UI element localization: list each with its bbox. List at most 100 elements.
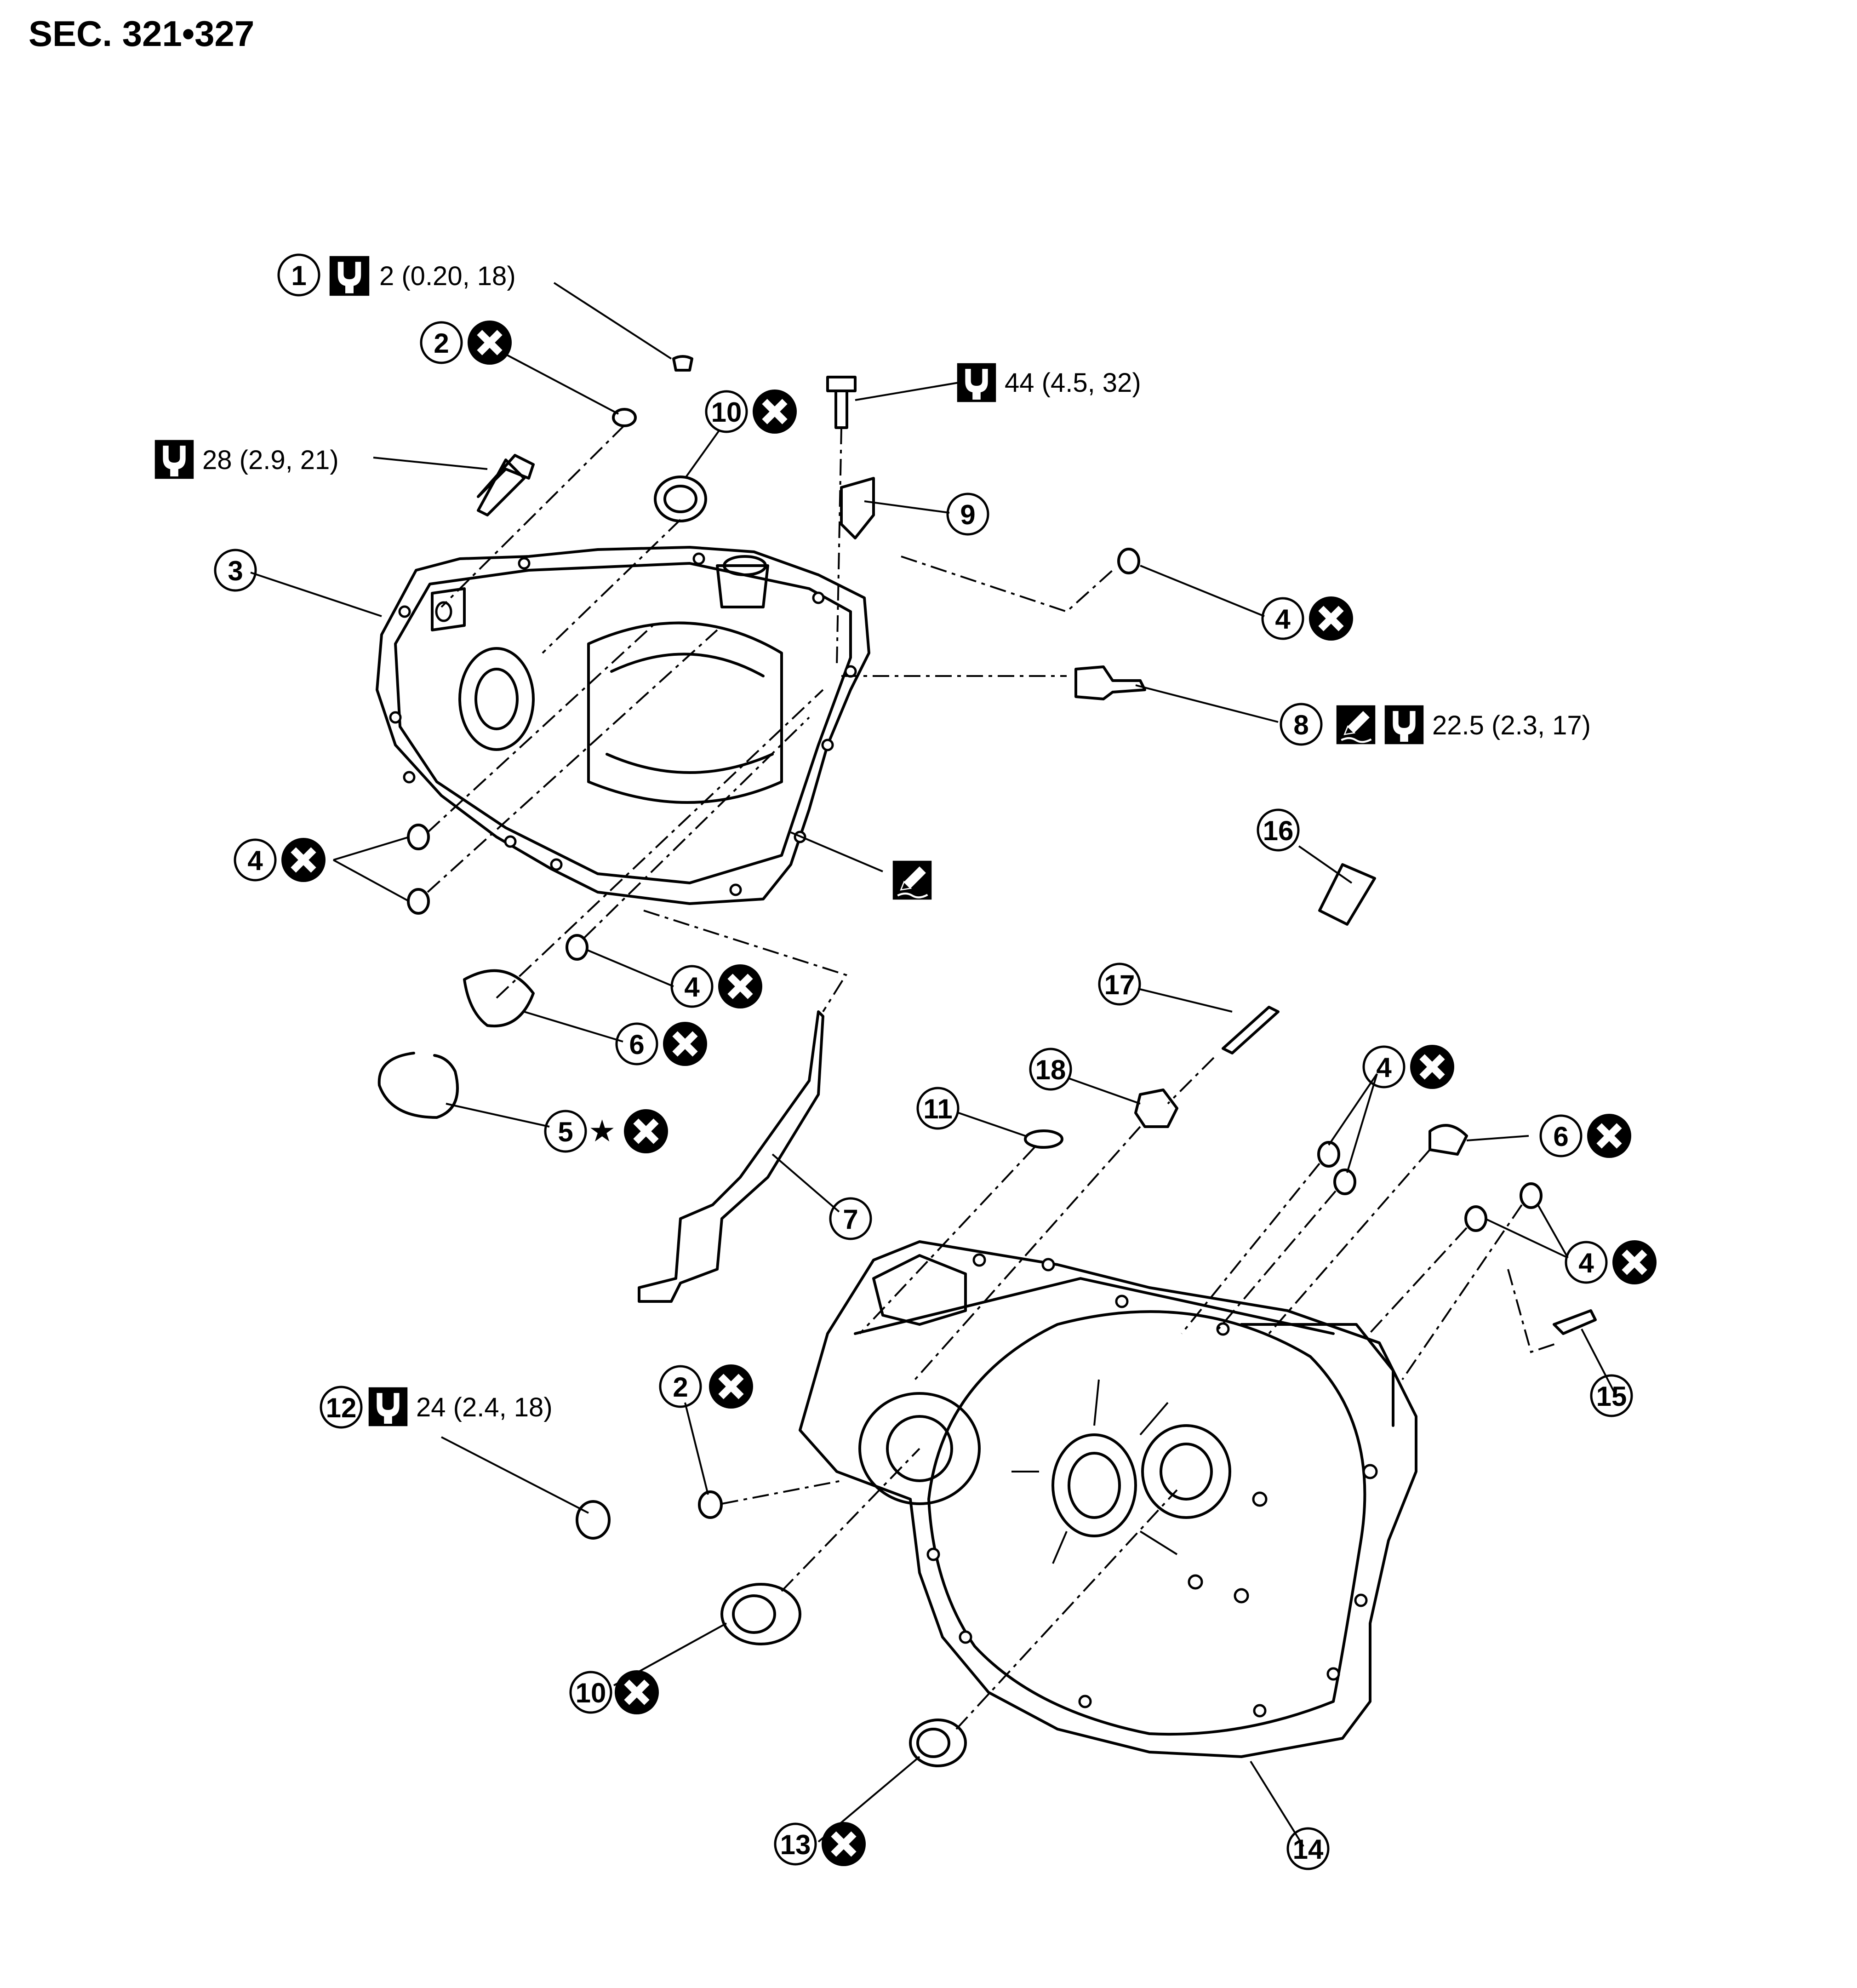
callout-16: 16	[1257, 808, 1300, 852]
do-not-reuse-x-icon	[822, 1822, 866, 1866]
assembly-lines	[250, 282, 1617, 1847]
do-not-reuse-x-icon	[468, 321, 512, 365]
callout-12: 12 24 (2.4, 18)	[320, 1386, 553, 1429]
callout-number: 6	[629, 1029, 644, 1060]
section-title: SEC. 321•327	[29, 13, 255, 54]
callout-18: 18	[1029, 1048, 1072, 1091]
do-not-reuse-x-icon	[1587, 1114, 1631, 1158]
callout-14: 14	[1286, 1827, 1330, 1870]
callout-number-circle-4	[670, 965, 714, 1008]
callout-number: 14	[1293, 1834, 1324, 1865]
callout-number-circle-9	[946, 493, 989, 536]
callout-number-circle-17	[1098, 962, 1141, 1006]
callout-number: 15	[1596, 1381, 1627, 1412]
callout-number: 7	[843, 1204, 858, 1235]
callout-number-circle-8	[1280, 703, 1323, 746]
do-not-reuse-x-icon	[624, 1109, 668, 1153]
do-not-reuse-x-icon	[1309, 596, 1353, 641]
callout-number-circle-18	[1029, 1048, 1072, 1091]
callout-number-circle-6	[615, 1022, 658, 1066]
callout-4-left: 4	[234, 838, 326, 882]
callout-2-upper: 2	[420, 321, 512, 365]
callout-number-circle-1	[277, 253, 320, 297]
torque-spec: 44 (4.5, 32)	[1005, 368, 1141, 398]
callout-number-circle-5	[544, 1110, 587, 1153]
callout-number: 2	[434, 328, 449, 359]
do-not-reuse-x-icon	[709, 1364, 753, 1409]
callout-sealant-case	[893, 861, 931, 899]
torque-wrench-icon	[329, 256, 370, 296]
callout-number-circle-13	[774, 1822, 817, 1866]
callout-number: 4	[1275, 604, 1291, 635]
torque-wrench-icon	[1384, 705, 1424, 745]
callout-number-circle-4	[1565, 1241, 1608, 1284]
callout-8: 8 22.5 (2.3, 17)	[1280, 703, 1591, 746]
callout-3: 3	[214, 549, 257, 592]
torque-spec: 24 (2.4, 18)	[416, 1392, 553, 1422]
callout-number-circle-3	[214, 549, 257, 592]
callout-number-circle-4	[1362, 1045, 1406, 1089]
do-not-reuse-x-icon	[718, 964, 762, 1008]
callout-number: 9	[960, 499, 975, 530]
callout-bolt-44: 44 (4.5, 32)	[957, 363, 1141, 402]
callout-number: 4	[247, 845, 263, 876]
callout-11: 11	[916, 1087, 960, 1130]
callout-5: 5 ★	[544, 1109, 668, 1153]
callout-4-center: 4	[670, 964, 762, 1008]
callout-number-circle-4	[234, 838, 277, 882]
callout-number: 11	[923, 1094, 952, 1124]
callout-number: 8	[1293, 710, 1308, 740]
callout-10-upper: 10	[705, 390, 797, 434]
callout-9: 9	[946, 493, 989, 536]
callout-number-circle-6	[1539, 1114, 1583, 1157]
callout-4-lower-center: 4	[1362, 1045, 1454, 1089]
callout-6-right: 6	[1539, 1114, 1631, 1158]
star-icon: ★	[589, 1114, 616, 1148]
callout-number: 3	[228, 556, 243, 586]
callout-number: 4	[684, 972, 700, 1003]
sealant-icon	[893, 861, 931, 899]
callout-number-circle-14	[1286, 1827, 1330, 1870]
do-not-reuse-x-icon	[1612, 1240, 1657, 1284]
callout-number: 5	[558, 1117, 573, 1147]
small-parts	[377, 355, 1597, 1767]
callout-number-circle-10	[569, 1671, 612, 1714]
callout-4-lower-right: 4	[1565, 1240, 1657, 1284]
callout-10-lower: 10	[569, 1670, 659, 1714]
do-not-reuse-x-icon	[615, 1670, 659, 1714]
torque-wrench-icon	[368, 1387, 408, 1427]
callout-4-upper-right: 4	[1261, 596, 1353, 641]
do-not-reuse-x-icon	[753, 390, 797, 434]
clutch-housing-lower	[799, 1240, 1417, 1758]
callout-number-circle-16	[1257, 808, 1300, 852]
callout-number: 10	[576, 1678, 606, 1708]
callout-number-circle-4	[1261, 597, 1304, 640]
callout-number: 18	[1035, 1054, 1066, 1085]
callout-number: 4	[1578, 1248, 1594, 1278]
torque-wrench-icon	[154, 440, 194, 479]
callout-2-lower: 2	[659, 1364, 753, 1409]
case-bolt-holes	[389, 552, 857, 896]
torque-wrench-icon	[957, 363, 996, 402]
callout-number: 4	[1376, 1052, 1392, 1083]
torque-spec: 28 (2.9, 21)	[202, 445, 339, 475]
callout-number-circle-2	[420, 321, 463, 364]
do-not-reuse-x-icon	[281, 838, 326, 882]
callout-7: 7	[829, 1197, 872, 1240]
callout-number: 12	[326, 1392, 357, 1423]
callout-number: 10	[711, 397, 742, 428]
callout-number-circle-7	[829, 1197, 872, 1240]
transmission-case-upper	[376, 546, 870, 905]
sealant-icon	[1337, 705, 1375, 744]
callout-bolt-28: 28 (2.9, 21)	[154, 440, 339, 479]
callout-number: 16	[1263, 815, 1294, 846]
callout-number-circle-15	[1590, 1374, 1633, 1417]
callout-6-left: 6	[615, 1022, 707, 1066]
torque-spec: 22.5 (2.3, 17)	[1432, 710, 1591, 740]
do-not-reuse-x-icon	[1410, 1045, 1454, 1089]
do-not-reuse-x-icon	[663, 1022, 707, 1066]
callout-number: 13	[780, 1829, 811, 1860]
callout-number: 1	[291, 260, 306, 291]
callout-number-circle-12	[320, 1386, 363, 1429]
